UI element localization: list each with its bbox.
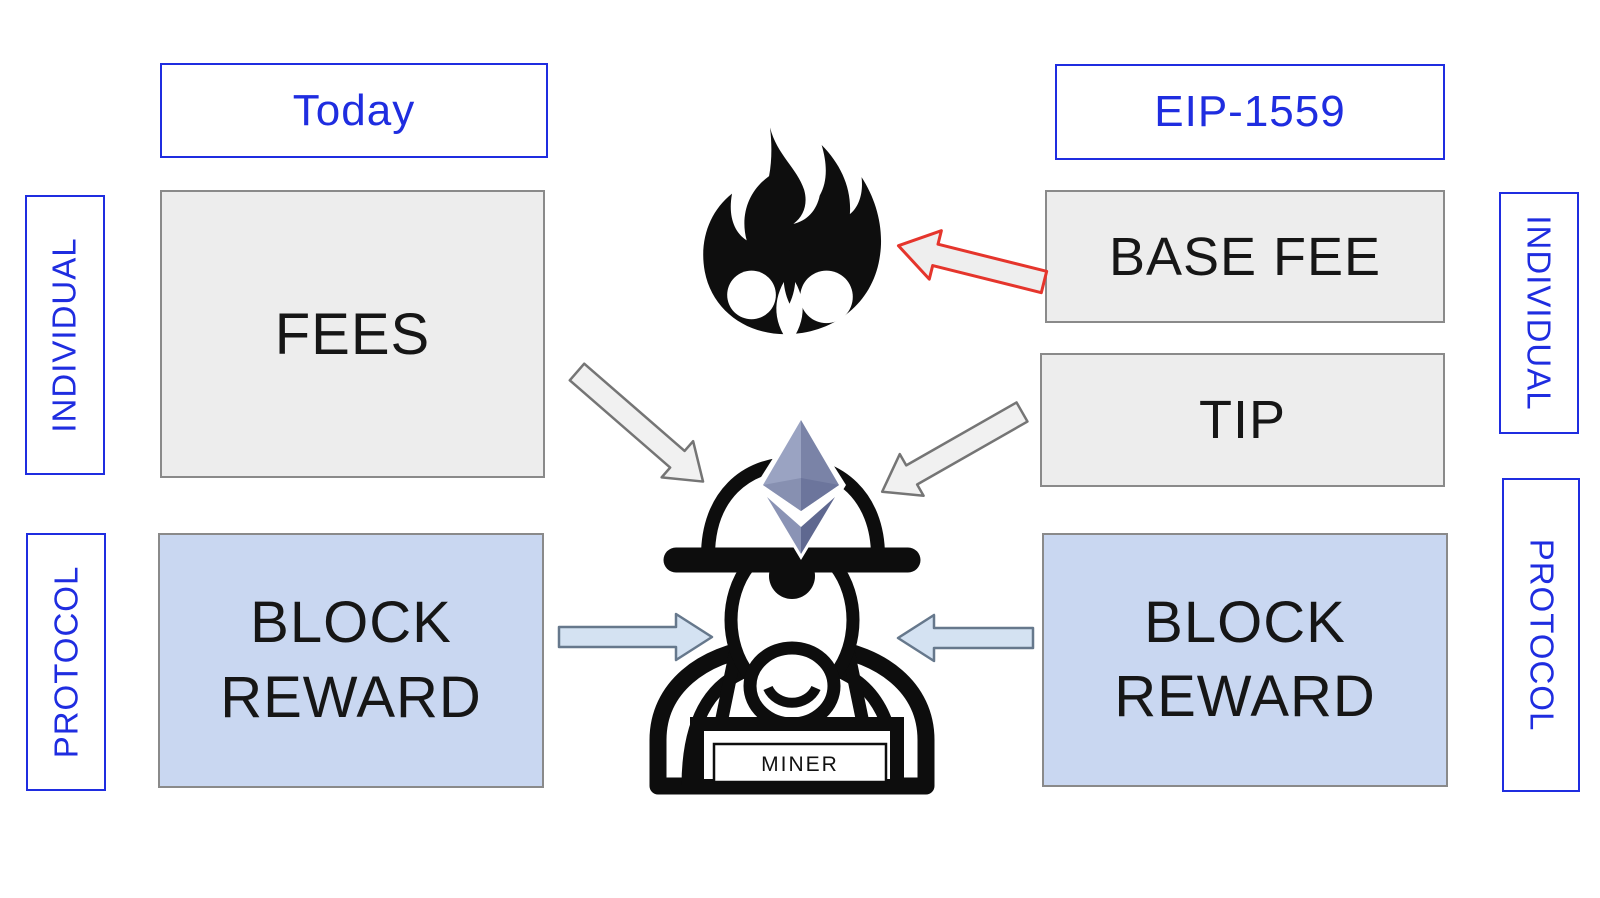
base-fee-label: BASE FEE xyxy=(1108,226,1382,287)
eip1559-title-box: EIP-1559 xyxy=(1055,64,1445,160)
today-block-reward-line1: BLOCK xyxy=(250,590,452,656)
left-individual-label: INDIVIDUAL xyxy=(46,237,83,433)
today-block-reward-line2: REWARD xyxy=(220,664,482,730)
eip1559-block-reward-line2: REWARD xyxy=(1114,664,1376,729)
ethereum-logo xyxy=(756,414,846,560)
right-protocol-label-box: PROTOCOL xyxy=(1502,478,1580,792)
today-block-reward-box: BLOCK REWARD xyxy=(158,533,544,788)
miner-label: MINER xyxy=(761,753,839,776)
today-title-box: Today xyxy=(160,63,548,158)
tip-box: TIP xyxy=(1040,353,1445,487)
right-individual-label: INDIVIDUAL xyxy=(1521,215,1558,411)
base-fee-to-flame-arrow xyxy=(896,229,1049,295)
base-fee-box: BASE FEE xyxy=(1045,190,1445,323)
today-title: Today xyxy=(292,85,416,135)
miner-icon: MINER xyxy=(649,457,935,795)
right-individual-label-box: INDIVIDUAL xyxy=(1499,192,1579,434)
right-protocol-label: PROTOCOL xyxy=(1523,538,1560,732)
left-protocol-label-box: PROTOCOL xyxy=(26,533,106,791)
fees-label: FEES xyxy=(274,301,431,367)
eip1559-block-reward-box: BLOCK REWARD xyxy=(1042,533,1448,787)
tip-label: TIP xyxy=(1198,390,1286,450)
fees-box: FEES xyxy=(160,190,545,478)
eip1559-block-reward-line1: BLOCK xyxy=(1144,589,1346,655)
left-individual-label-box: INDIVIDUAL xyxy=(25,195,105,475)
flame-icon xyxy=(703,127,882,344)
eip1559-title: EIP-1559 xyxy=(1154,87,1346,136)
left-protocol-label: PROTOCOL xyxy=(47,565,84,759)
